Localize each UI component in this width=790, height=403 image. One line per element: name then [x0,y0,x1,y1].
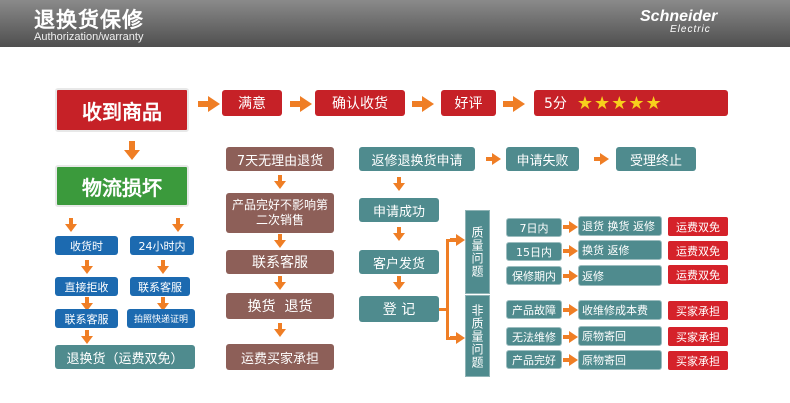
fee-badge: 买家承担 [668,351,728,370]
branch-bracket-bottom [446,337,456,340]
condition-intact: 产品完好 [506,350,562,369]
arrow-down-icon [393,227,405,241]
arrow-right-icon [563,221,578,233]
score-box: 5分 ★★★★★ [534,90,728,116]
page-subtitle: Authorization/warranty [34,31,144,43]
arrow-down-icon [81,260,93,274]
arrow-right-icon [486,153,501,165]
arrow-right-icon [450,234,465,246]
arrow-down-icon [393,177,405,191]
fee-badge: 运费双免 [668,217,728,236]
arrow-right-icon [290,96,312,112]
register-box: 登 记 [359,296,439,322]
action-7days: 退货 换货 返修 [578,216,662,236]
quality-issue-box: 质量问题 [465,210,490,294]
branch-bracket-line [446,240,449,338]
action-intact: 原物寄回 [578,350,662,370]
action-unrepairable: 原物寄回 [578,326,662,346]
arrow-right-icon [503,96,525,112]
brand-name: Schneider [640,8,718,25]
arrow-down-icon [274,323,286,337]
reject-box: 直接拒收 [55,277,118,296]
contact-cs-box: 联系客服 [226,250,334,274]
arrow-right-icon [594,153,609,165]
arrow-down-icon [81,330,93,344]
action-15days: 换货 返修 [578,240,662,260]
action-fault: 收维修成本费 [578,300,662,320]
condition-fault: 产品故障 [506,300,562,319]
photo-proof-box: 拍照快递证明 [127,309,195,328]
arrow-down-icon [124,141,140,160]
arrow-down-icon [274,276,286,290]
good-review-box: 好评 [441,90,496,116]
apply-success-box: 申请成功 [359,198,439,222]
brand-logo: Schneider Electric [640,8,718,36]
fee-badge: 买家承担 [668,301,728,320]
buyer-shipping-box: 运费买家承担 [226,344,334,370]
contact-cs-left-box: 联系客服 [55,309,118,328]
five-stars-icon: ★★★★★ [576,92,663,114]
receive-goods-box: 收到商品 [55,88,189,132]
fee-badge: 买家承担 [668,327,728,346]
product-intact-box: 产品完好不影响第二次销售 [226,193,334,233]
arrow-down-icon [393,276,405,290]
condition-warranty: 保修期内 [506,266,562,285]
arrow-right-icon [563,331,578,343]
brand-sub: Electric [670,24,711,35]
arrow-right-icon [563,245,578,257]
arrow-down-icon [81,297,93,311]
arrow-down-icon [157,260,169,274]
action-warranty: 返修 [578,265,662,286]
confirm-receipt-box: 确认收货 [315,90,405,116]
page-title: 退换货保修 [34,8,144,32]
branch-bracket-stub [439,308,449,311]
processing-ended-box: 受理终止 [616,147,696,171]
condition-unrepairable: 无法维修 [506,327,562,346]
fee-badge: 运费双免 [668,265,728,284]
satisfied-box: 满意 [222,90,282,116]
customer-ship-box: 客户发货 [359,250,439,274]
non-quality-issue-label: 非质量问题 [470,303,484,369]
exchange-return-box: 换货 退货 [226,293,334,319]
condition-7days: 7日内 [506,218,562,237]
arrow-right-icon [563,270,578,282]
score-label: 5分 [544,96,567,112]
on-receipt-box: 收货时 [55,236,118,255]
arrow-down-icon [65,218,77,232]
arrow-down-icon [274,175,286,189]
arrow-right-icon [563,304,578,316]
repair-apply-box: 返修退换货申请 [359,147,475,171]
arrow-down-icon [157,297,169,311]
apply-failed-box: 申请失败 [506,147,579,171]
condition-15days: 15日内 [506,242,562,261]
header-bar: 退换货保修 Authorization/warranty Schneider E… [0,0,790,47]
non-quality-issue-box: 非质量问题 [465,295,490,377]
logistics-damaged-box: 物流损坏 [55,165,189,207]
branch-bracket-top [446,239,456,242]
arrow-down-icon [274,234,286,248]
arrow-right-icon [198,96,220,112]
contact-cs-right-box: 联系客服 [130,277,190,296]
arrow-down-icon [172,218,184,232]
quality-issue-label: 质量问题 [470,226,484,278]
fee-badge: 运费双免 [668,241,728,260]
arrow-right-icon [412,96,434,112]
seven-day-return-box: 7天无理由退货 [226,147,334,171]
arrow-right-icon [563,354,578,366]
within-24h-box: 24小时内 [130,236,194,255]
refund-result-box: 退换货（运费双免） [55,345,195,369]
arrow-right-icon [450,332,465,344]
